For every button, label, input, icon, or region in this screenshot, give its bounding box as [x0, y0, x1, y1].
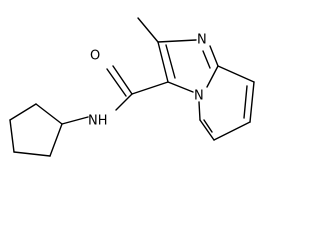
bond-nh-carbonyl-carbon — [115, 93, 133, 111]
pyridine-ring — [198, 65, 255, 141]
bond-n1-c8a-double — [209, 45, 219, 67]
bond-cp2-cp3 — [9, 103, 37, 121]
bond-carbonyl-double-a — [112, 65, 133, 95]
imidazole-ring — [137, 17, 219, 93]
bond-c2-methyl — [137, 17, 159, 43]
atom-label-carbonyl-oxygen: O — [90, 49, 100, 64]
bond-carbonyl-to-c3 — [131, 81, 169, 95]
molecule-structure-diagram: O NH N N — [9, 17, 255, 157]
cyclopentyl-ring — [9, 103, 63, 157]
bond-c5-n4 — [198, 101, 201, 121]
amide-group — [61, 65, 169, 125]
bond-n4-c3 — [167, 81, 194, 93]
bond-c7-c6 — [213, 121, 251, 141]
bond-cp3-cp4 — [9, 119, 15, 153]
atom-labels: O NH N N — [88, 33, 207, 129]
bond-c8-c7-inner — [243, 85, 248, 119]
bond-c8a-c8 — [217, 65, 255, 83]
bond-n1-c8a-inner — [202, 50, 211, 69]
bond-cp4-cp5 — [13, 151, 51, 157]
atom-label-bridgehead-nitrogen: N — [194, 89, 204, 104]
bond-carbonyl-double-b — [106, 68, 127, 97]
bond-cp5-cp1 — [49, 123, 63, 157]
bond-c8a-n4 — [206, 65, 219, 88]
atom-label-amide-nitrogen: NH — [88, 114, 108, 129]
atom-label-imidazole-nitrogen: N — [197, 33, 207, 48]
bond-c3-c2-double — [157, 41, 169, 83]
bond-c6-c5-inner — [203, 119, 213, 133]
bond-cp1-cp2 — [35, 103, 63, 125]
bond-c8-c7-double — [249, 81, 255, 123]
bond-c3-c2-inner — [165, 44, 176, 79]
bond-cp1-nh — [61, 116, 89, 125]
bond-c2-n1 — [157, 39, 197, 43]
bond-c6-c5-double — [199, 119, 215, 141]
